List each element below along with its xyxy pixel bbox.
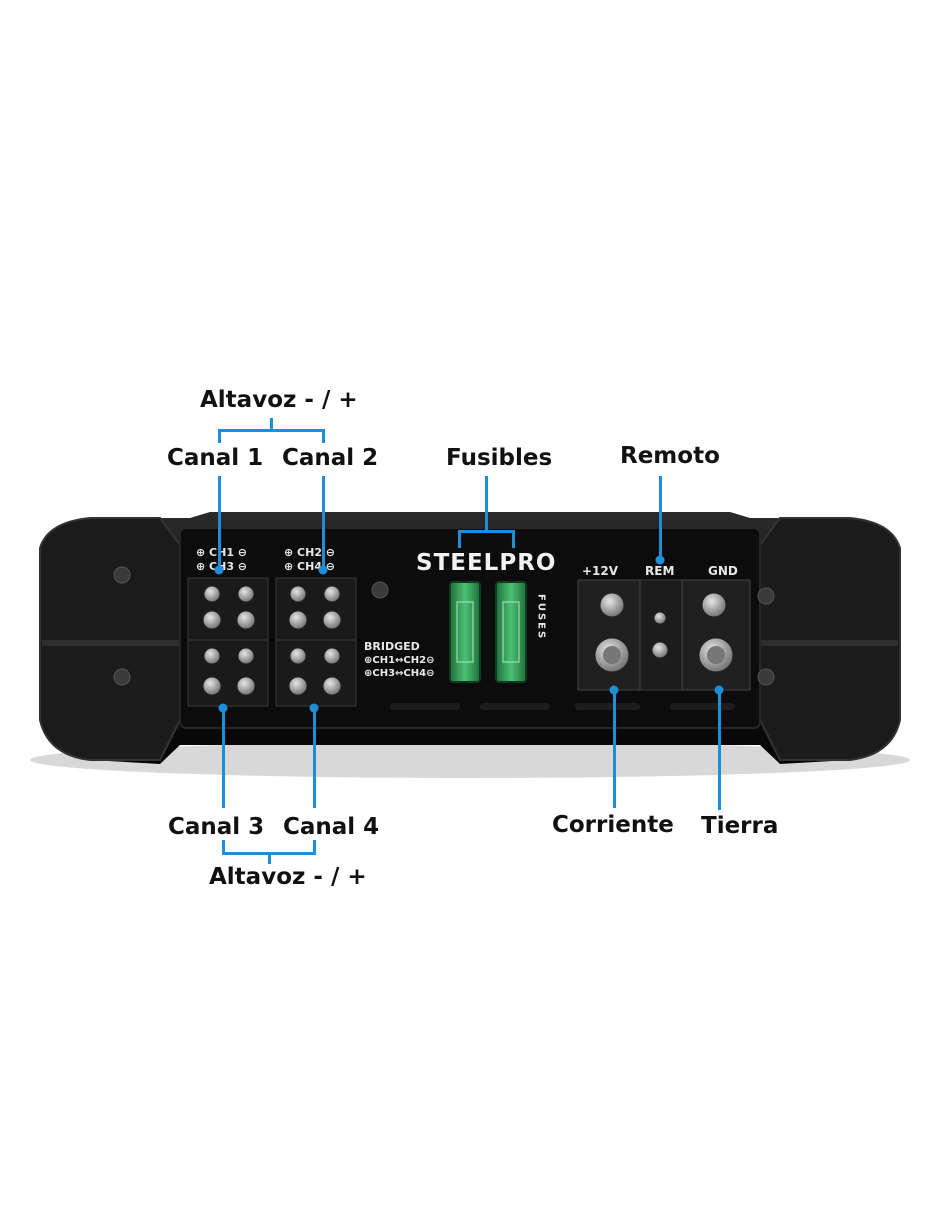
- label-canal3: Canal 3: [168, 814, 265, 840]
- leader-remoto: [659, 476, 662, 560]
- plate-screws: [113, 566, 775, 686]
- label-canal1: Canal 1: [167, 445, 264, 471]
- silk-bridged-2: ⊕CH3↔CH4⊖: [364, 668, 434, 679]
- leader-corriente: [613, 690, 616, 808]
- label-corriente: Corriente: [552, 812, 674, 838]
- brand-logo: STEELPRO: [416, 550, 556, 576]
- leader-canal2-dot: [318, 565, 328, 575]
- leader-canal2: [322, 476, 325, 570]
- left-end-cap: [39, 517, 181, 761]
- leader-altavoz-top-right: [322, 429, 325, 443]
- leader-tierra: [718, 690, 721, 810]
- leader-altavoz-top-left: [218, 429, 221, 443]
- leader-fusibles-right: [512, 530, 515, 548]
- label-tierra: Tierra: [701, 813, 779, 839]
- leader-canal1-dot: [214, 565, 224, 575]
- leader-canal1: [218, 476, 221, 570]
- label-canal2: Canal 2: [282, 445, 379, 471]
- leader-altavoz-bottom-right: [313, 840, 316, 854]
- label-fusibles: Fusibles: [446, 445, 553, 471]
- leader-remoto-dot: [655, 555, 665, 565]
- silk-gnd: GND: [708, 564, 738, 578]
- fuse-right: [495, 581, 527, 683]
- leader-altavoz-bottom-stem: [268, 852, 271, 864]
- leader-canal3: [222, 708, 225, 808]
- label-remoto: Remoto: [620, 443, 720, 469]
- label-canal4: Canal 4: [283, 814, 380, 840]
- speaker-terminal-right: [275, 577, 357, 707]
- fuse-left: [449, 581, 481, 683]
- silk-rem: REM: [645, 564, 674, 578]
- silk-ch1: ⊕ CH1 ⊖: [196, 546, 247, 559]
- silk-fuses: FUSES: [536, 594, 547, 640]
- leader-fusibles-stem: [485, 476, 488, 530]
- amp-shadow: [30, 742, 910, 778]
- leader-altavoz-top-bar: [218, 429, 325, 432]
- leader-fusibles-bar: [458, 530, 515, 533]
- right-end-cap: [759, 517, 901, 761]
- speaker-terminal-left: [187, 577, 269, 707]
- silk-12v: +12V: [582, 564, 619, 578]
- power-terminal: [577, 579, 751, 691]
- silk-bridged: BRIDGED: [364, 640, 420, 653]
- leader-canal4: [313, 708, 316, 808]
- vent-slots: [390, 703, 735, 710]
- label-altavoz-top: Altavoz - / +: [200, 387, 358, 413]
- silk-bridged-1: ⊕CH1↔CH2⊖: [364, 655, 434, 666]
- label-altavoz-bottom: Altavoz - / +: [209, 864, 367, 890]
- leader-altavoz-top-stem: [270, 418, 273, 430]
- leader-fusibles-left: [458, 530, 461, 548]
- silk-ch2: ⊕ CH2 ⊖: [284, 546, 335, 559]
- leader-altavoz-bottom-left: [222, 840, 225, 854]
